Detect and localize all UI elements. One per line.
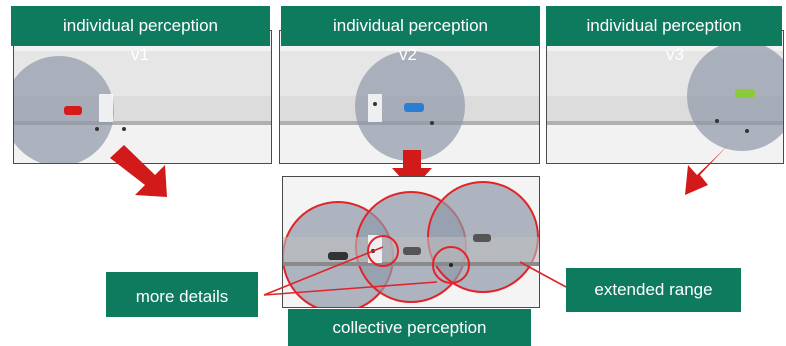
detail-circle-2 (432, 246, 470, 284)
sensor-range-v1 (14, 56, 114, 163)
sensor-range-v3 (687, 41, 783, 151)
collective-scene (283, 177, 539, 307)
panel-title-v2: individual perception (281, 6, 540, 46)
car-v1 (64, 106, 82, 115)
vehicle-label-v2: v2 (399, 45, 417, 64)
panel-title-v3: individual perception (546, 6, 782, 46)
collective-perception-label: collective perception (288, 309, 531, 346)
vehicle-label-v3: v3 (666, 45, 684, 64)
panel-v3 (546, 30, 784, 164)
extended-range-label: extended range (566, 268, 741, 312)
vehicle-label-v1: v1 (131, 45, 149, 64)
car-v3 (735, 89, 755, 98)
car-v2 (404, 103, 424, 112)
panel-v1 (13, 30, 272, 164)
panel-v2 (279, 30, 540, 164)
collective-panel (282, 176, 540, 308)
scene-v3 (547, 31, 783, 163)
scene-v2 (280, 31, 539, 163)
scene-v1 (14, 31, 271, 163)
more-details-label: more details (106, 272, 258, 317)
panel-title-v1: individual perception (11, 6, 270, 46)
